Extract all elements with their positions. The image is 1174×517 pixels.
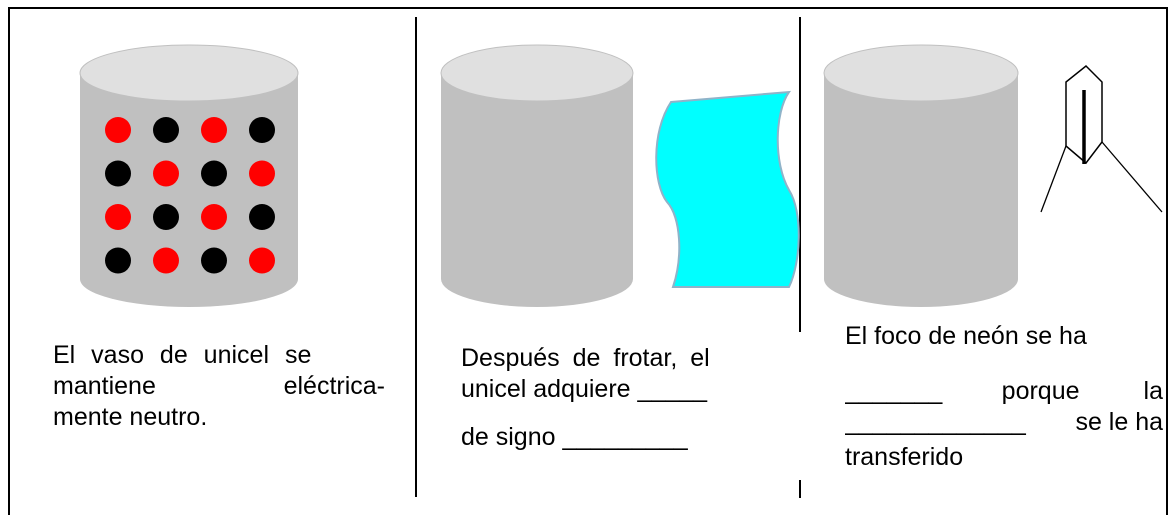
cup-bottom — [441, 251, 633, 307]
neon-bulb-icon — [1040, 64, 1163, 213]
caption-1-line-3: mente neutro. — [53, 403, 208, 431]
caption-3-line-1: El foco de neón se ha — [845, 322, 1087, 350]
neutral-cup — [79, 44, 299, 307]
charge-dots — [105, 117, 275, 274]
caption-3-line-3: _____________ se le ha — [845, 407, 1163, 438]
positive-charge-dot — [153, 247, 179, 274]
cloth-shape — [655, 90, 800, 288]
caption-1-line-2: mantiene eléctrica- — [53, 371, 385, 402]
caption-2-line-1: Después de frotar, el — [461, 343, 780, 374]
positive-charge-dot — [249, 160, 275, 187]
positive-charge-dot — [105, 204, 131, 230]
divider-right-upper — [799, 17, 801, 332]
caption-1-line-1: El vaso de unicel se — [53, 340, 385, 371]
divider-left — [415, 17, 417, 497]
rubbing-cloth — [655, 90, 800, 288]
caption-2-line-2: unicel adquiere _____ — [461, 375, 708, 403]
caption-1-text-1: El vaso de unicel se — [53, 341, 312, 369]
caption-1-word-electrica: eléctrica- — [283, 372, 385, 400]
caption-3-line-2: _______ porque la — [845, 376, 1163, 407]
divider-right-lower — [799, 480, 801, 498]
negative-charge-dot — [201, 160, 227, 187]
third-cup — [823, 44, 1019, 307]
worksheet-frame — [8, 7, 1168, 515]
cup-bottom — [80, 251, 298, 307]
caption-2-line-3: de signo _________ — [461, 423, 688, 451]
cup-top — [79, 44, 299, 102]
bulb-lead-right — [1101, 141, 1163, 213]
positive-charge-dot — [249, 247, 275, 274]
caption-panel-1: El vaso de unicel se mantiene eléctrica-… — [53, 340, 385, 433]
caption-2-text-1: Después de frotar, el — [461, 344, 710, 372]
negative-charge-dot — [153, 204, 179, 230]
caption-panel-2: Después de frotar, el unicel adquiere __… — [461, 343, 780, 453]
cup-bottom — [824, 251, 1018, 307]
bulb-outline — [1065, 64, 1103, 165]
cup-top — [440, 44, 634, 102]
caption-3-word-la: la — [1143, 377, 1163, 405]
positive-charge-dot — [201, 204, 227, 230]
caption-1-word-mantiene: mantiene — [53, 372, 156, 400]
negative-charge-dot — [249, 117, 275, 143]
positive-charge-dot — [201, 117, 227, 143]
positive-charge-dot — [105, 117, 131, 143]
cup-top — [823, 44, 1019, 102]
caption-3-blank-1: _______ — [845, 377, 943, 405]
caption-3-word-porque: porque — [1001, 377, 1080, 405]
negative-charge-dot — [105, 160, 131, 187]
caption-3-blank-2: _____________ — [845, 408, 1026, 436]
negative-charge-dot — [201, 247, 227, 274]
positive-charge-dot — [153, 160, 179, 187]
caption-panel-3: El foco de neón se ha _______ porque la … — [845, 321, 1163, 470]
negative-charge-dot — [249, 204, 275, 230]
caption-3-text-se-le-ha: se le ha — [1075, 408, 1163, 436]
negative-charge-dot — [153, 117, 179, 143]
bulb-lead-left — [1040, 145, 1067, 213]
rubbed-cup — [440, 44, 634, 307]
cup-body — [441, 73, 633, 279]
negative-charge-dot — [105, 247, 131, 274]
caption-3-line-4: transferido — [845, 443, 964, 470]
cup-body — [824, 73, 1018, 279]
